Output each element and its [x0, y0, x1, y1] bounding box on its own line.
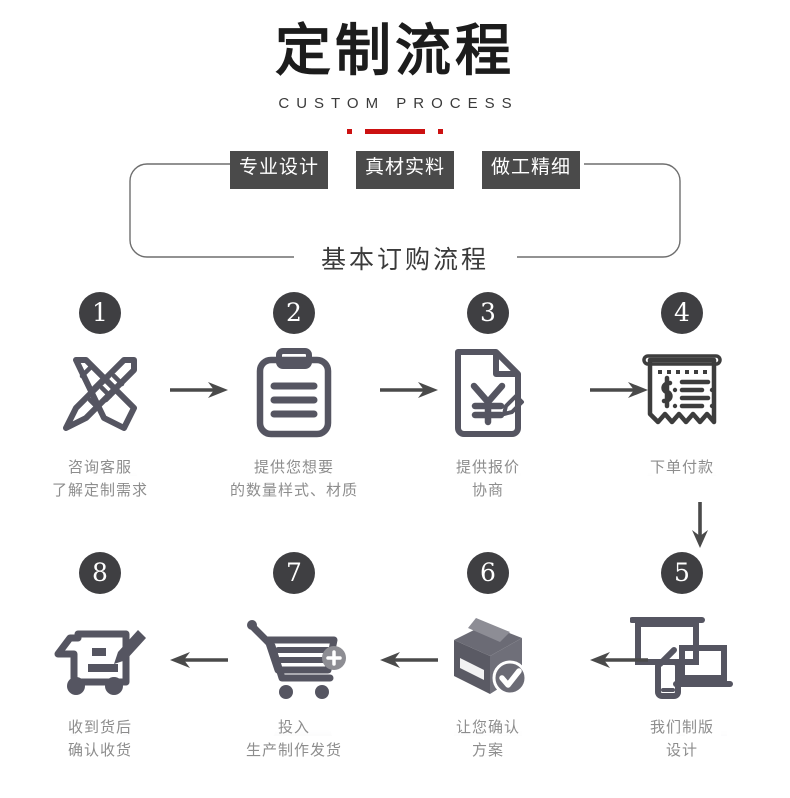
step-badge: 6	[467, 552, 509, 594]
arrow-left-icon	[380, 652, 438, 668]
step-badge: 1	[79, 292, 121, 334]
step-badge: 8	[79, 552, 121, 594]
arrow-left-icon	[170, 652, 228, 668]
process-step-5: 5 我们制版	[592, 552, 772, 763]
divider-dot-left	[347, 129, 352, 135]
feature-tag-1: 专业设计	[229, 151, 328, 189]
step-badge: 4	[661, 292, 703, 334]
step-label: 收到货后 确认收货	[67, 718, 132, 760]
process-step-8: 8 收到货后 确认收货	[10, 552, 190, 763]
page-subtitle: CUSTOM PROCESS	[278, 95, 519, 113]
ruler-pencil-icon	[45, 342, 155, 476]
arrow-right-icon	[380, 382, 438, 398]
feature-tag-list: 专业设计 真材实料 做工精细	[129, 151, 681, 189]
step-label: 提供报价 协商	[455, 458, 520, 500]
arrow-right-icon	[170, 382, 228, 398]
step-label: 提供您想要 的数量样式、材质	[229, 458, 358, 500]
order-process-banner: 专业设计 真材实料 做工精细 基本订购流程	[129, 151, 681, 276]
process-step-1: 1	[10, 292, 190, 503]
step-badge: 3	[467, 292, 509, 334]
step-label: 投入 生产制作发货	[245, 718, 342, 760]
feature-tag-2: 真材实料	[355, 151, 454, 189]
clipboard-icon	[239, 342, 349, 476]
step-badge: 5	[661, 552, 703, 594]
process-step-6: 6	[398, 552, 578, 763]
step-badge: 2	[273, 292, 315, 334]
step-label: 咨询客服 了解定制需求	[51, 458, 148, 500]
divider-bar	[365, 129, 425, 135]
divider-dot-right	[438, 129, 443, 135]
delivery-truck-icon	[45, 602, 155, 736]
arrow-down-icon	[692, 502, 708, 548]
step-label: 我们制版 设计	[649, 718, 714, 760]
process-row-2: 8 收到货后 确认收货	[0, 552, 790, 763]
step-label: 下单付款	[649, 458, 714, 476]
arrow-left-icon	[590, 652, 648, 668]
arrow-right-icon	[590, 382, 648, 398]
page-title: 定制流程	[275, 19, 515, 84]
process-step-2: 2	[204, 292, 384, 503]
title-divider	[0, 126, 790, 136]
package-check-icon	[433, 602, 543, 736]
step-badge: 7	[273, 552, 315, 594]
banner-label: 基本订购流程	[302, 240, 508, 276]
process-step-7: 7	[204, 552, 384, 763]
quote-document-icon	[433, 342, 543, 476]
feature-tag-3: 做工精细	[482, 151, 581, 189]
shopping-cart-icon	[239, 602, 349, 736]
header: 定制流程 CUSTOM PROCESS	[0, 0, 790, 136]
step-label: 让您确认 方案	[455, 718, 520, 760]
